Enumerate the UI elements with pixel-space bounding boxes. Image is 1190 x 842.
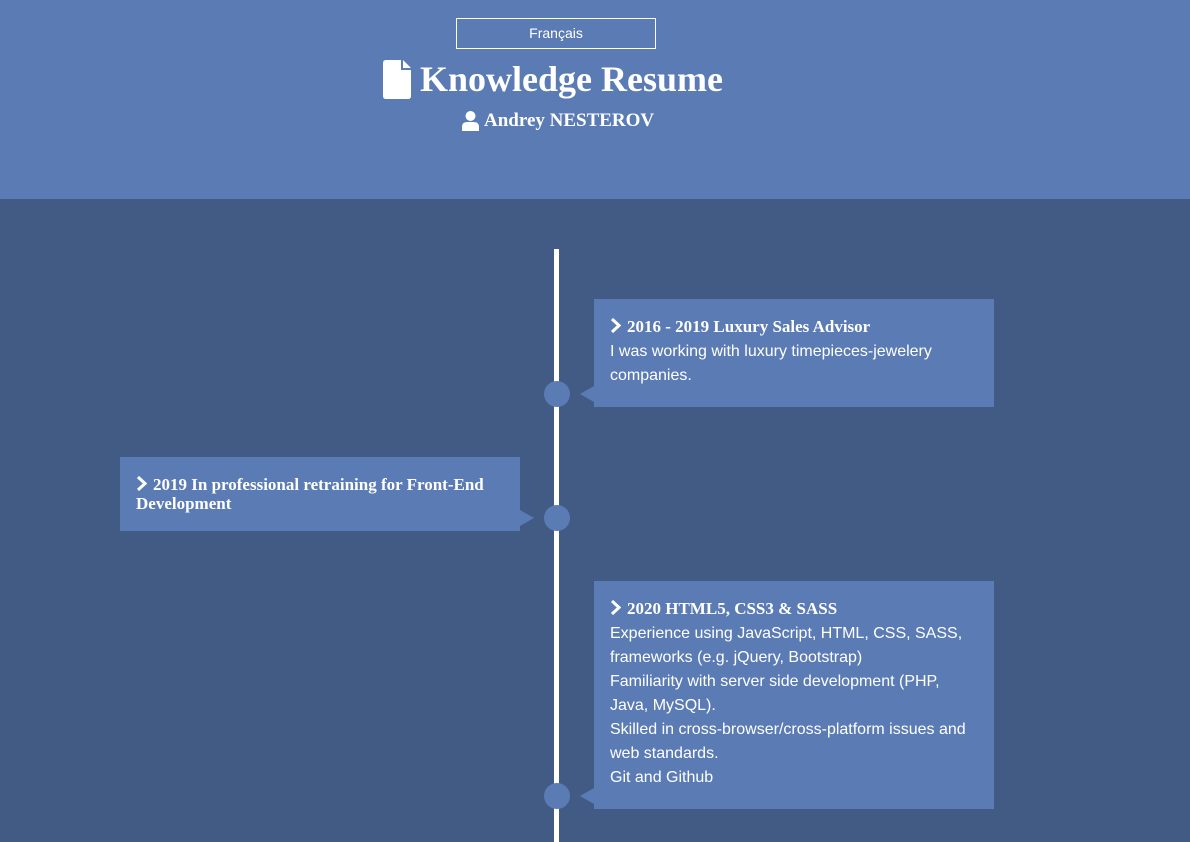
timeline-card-text: Experience using JavaScript, HTML, CSS, … [610,625,963,666]
page-title: Knowledge Resume [383,58,723,100]
timeline-card-title-text: 2020 HTML5, CSS3 & SASS [627,599,838,618]
chevron-right-icon [136,476,147,491]
chevron-right-icon [610,600,621,615]
timeline-card-text: Familiarity with server side development… [610,673,940,714]
timeline-card-title: 2019 In professional retraining for Fron… [136,475,504,513]
chevron-right-icon [610,318,621,333]
timeline-card-body: Experience using JavaScript, HTML, CSS, … [610,622,978,790]
timeline-card-body: I was working with luxury timepieces-jew… [610,340,978,388]
timeline-card-title-text: 2016 - 2019 Luxury Sales Advisor [627,317,871,336]
file-icon [383,59,411,99]
timeline-card: 2019 In professional retraining for Fron… [120,457,520,531]
timeline-card: 2020 HTML5, CSS3 & SASS Experience using… [594,581,994,809]
page-title-text: Knowledge Resume [420,59,723,99]
timeline-card-text: I was working with luxury timepieces-jew… [610,343,932,384]
author-name: Andrey NESTEROV [484,110,655,131]
card-pointer [520,510,534,526]
header: Français Knowledge Resume Andrey NESTERO… [0,0,1190,199]
timeline-dot [544,505,570,531]
timeline-card-text: Git and Github [610,769,714,786]
language-switch-button[interactable]: Français [456,18,656,49]
timeline-line [554,249,559,842]
timeline-card-text: Skilled in cross-browser/cross-platform … [610,721,966,762]
timeline-card-title: 2016 - 2019 Luxury Sales Advisor [610,317,978,336]
timeline-card-title: 2020 HTML5, CSS3 & SASS [610,599,978,618]
card-pointer [580,386,594,402]
timeline-card-title-text: 2019 In professional retraining for Fron… [136,475,484,513]
author: Andrey NESTEROV [462,110,654,132]
timeline-card: 2016 - 2019 Luxury Sales Advisor I was w… [594,299,994,407]
timeline-dot [544,783,570,809]
card-pointer [580,788,594,804]
user-icon [462,111,479,131]
timeline-dot [544,381,570,407]
